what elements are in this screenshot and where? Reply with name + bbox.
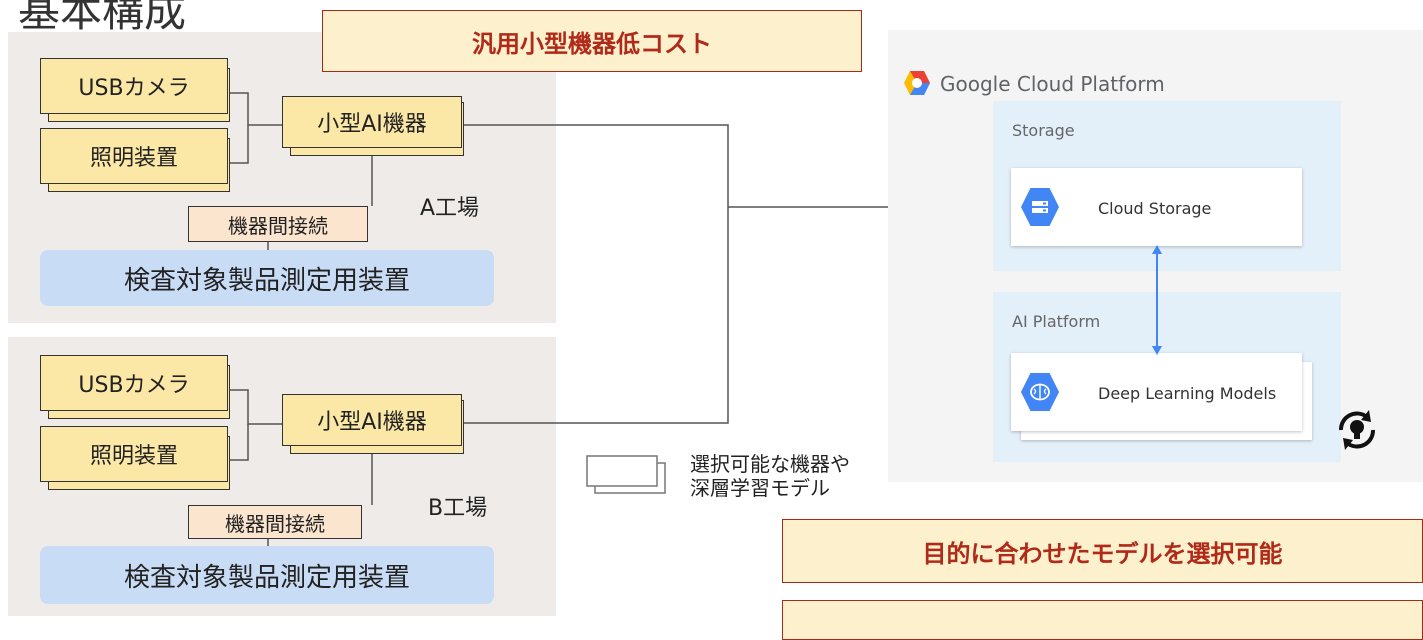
ai-device-b: 小型AI機器 [282,394,462,446]
cloud-storage-card [1011,168,1302,246]
factory-a-label: A工場 [420,196,480,221]
measurement-device-b: 検査対象製品測定用装置 [40,546,494,604]
cycle-bulb-icon [1338,410,1376,450]
gcp-title: Google Cloud Platform [940,72,1165,96]
lighting-a: 照明装置 [40,128,228,184]
storage-section-label: Storage [1012,121,1075,140]
selectable-note-line1: 選択可能な機器や [690,452,850,476]
stacked-devices-icon [586,455,666,494]
ai-brain-icon [1021,373,1059,411]
google-cloud-logo-icon [904,71,930,95]
dl-models-label: Deep Learning Models [1098,384,1277,403]
ai-device-a: 小型AI機器 [282,96,462,148]
ai-platform-section-label: AI Platform [1012,312,1101,331]
connection-a: 機器間接続 [188,206,368,242]
connection-b: 機器間接続 [188,505,362,539]
measurement-device-a: 検査対象製品測定用装置 [40,250,494,306]
selectable-note: 選択可能な機器や 深層学習モデル [690,452,850,500]
banner-low-cost: 汎用小型機器低コスト [322,10,862,72]
banner-partial [782,600,1423,640]
selectable-note-line2: 深層学習モデル [690,476,830,500]
banner-selectable-model: 目的に合わせたモデルを選択可能 [782,519,1423,583]
usb-camera-b: USBカメラ [40,355,228,411]
usb-camera-a: USBカメラ [40,58,228,114]
dl-models-card [1011,353,1302,431]
storage-icon [1021,188,1059,226]
page-title: 基本構成 [18,0,187,36]
cloud-storage-label: Cloud Storage [1098,199,1212,218]
lighting-b: 照明装置 [40,426,228,482]
storage-ai-arrow [1152,245,1162,355]
connector-lines [228,92,1012,546]
factory-b-label: B工場 [428,496,488,521]
